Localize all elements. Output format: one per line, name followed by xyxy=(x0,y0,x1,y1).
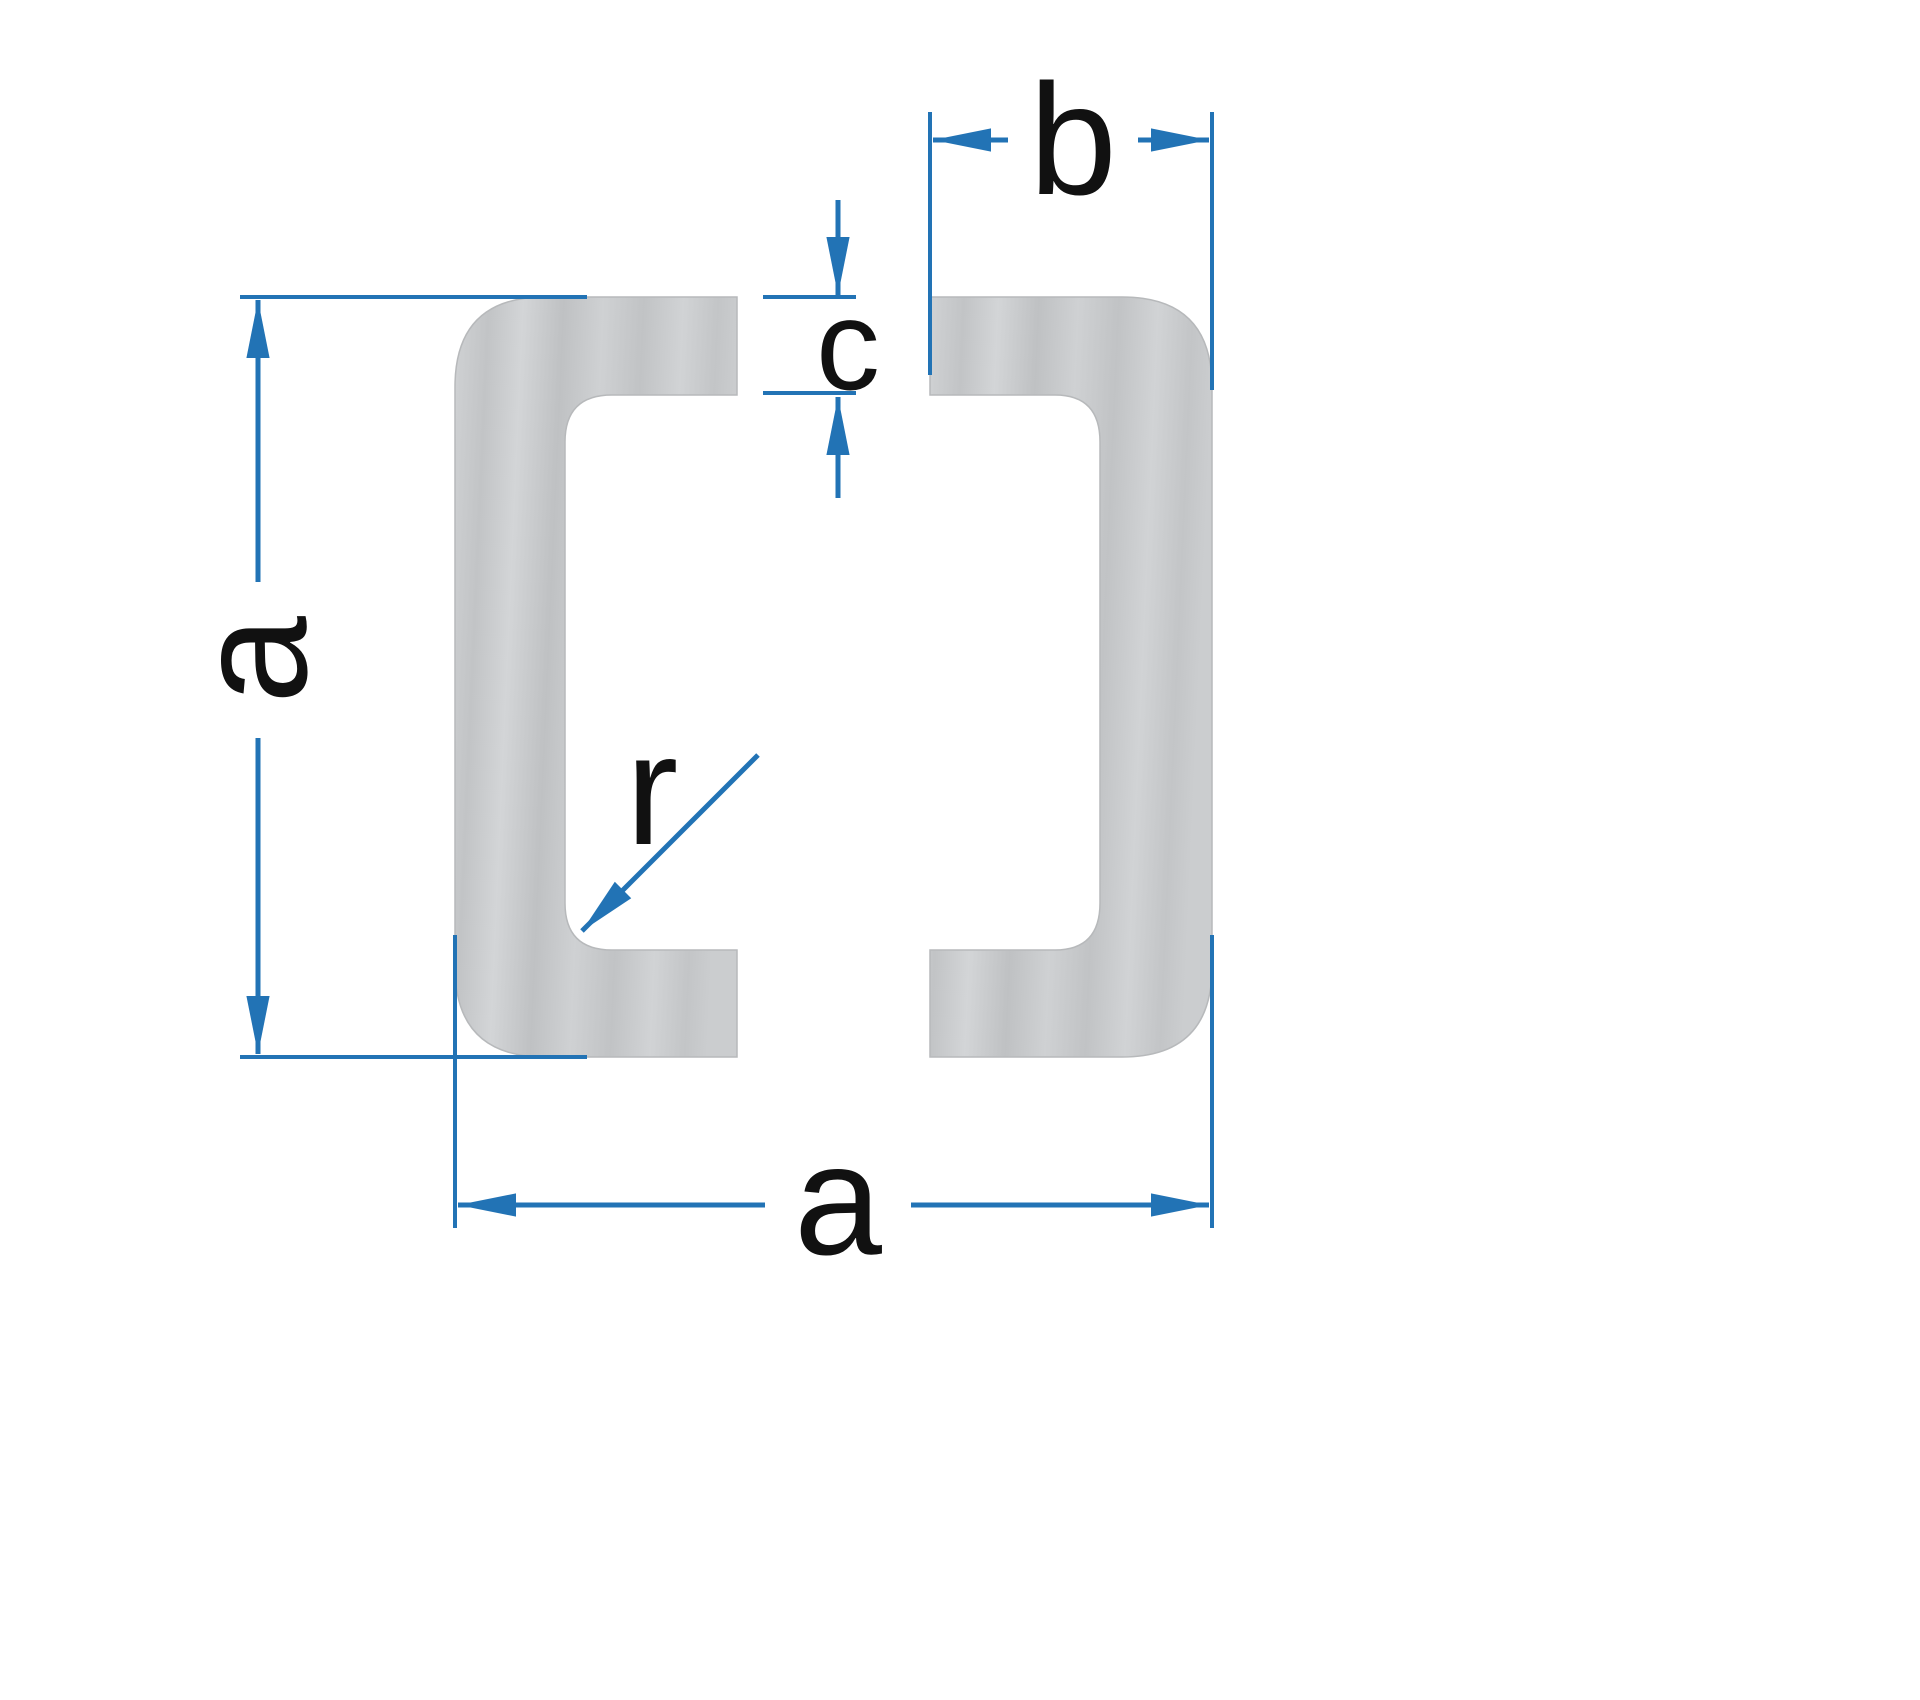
height-label: a xyxy=(164,616,340,704)
radius-leader-arrow xyxy=(580,753,760,933)
label-background xyxy=(186,582,322,738)
radius-label: r xyxy=(626,702,679,878)
flange-label: b xyxy=(1029,52,1117,228)
width-label: a xyxy=(794,1112,882,1288)
profile-left-half xyxy=(454,296,738,1058)
label-background xyxy=(765,1118,911,1276)
dimension-width-a: a xyxy=(453,935,1214,1288)
dimension-gap-c: c xyxy=(763,200,880,498)
dimension-height-a: a xyxy=(164,295,587,1059)
profile-right-half xyxy=(929,296,1213,1058)
dimension-flange-b: b xyxy=(928,52,1214,390)
gap-label: c xyxy=(816,275,880,418)
dimension-radius-r: r xyxy=(580,702,760,933)
label-background xyxy=(1008,62,1138,218)
